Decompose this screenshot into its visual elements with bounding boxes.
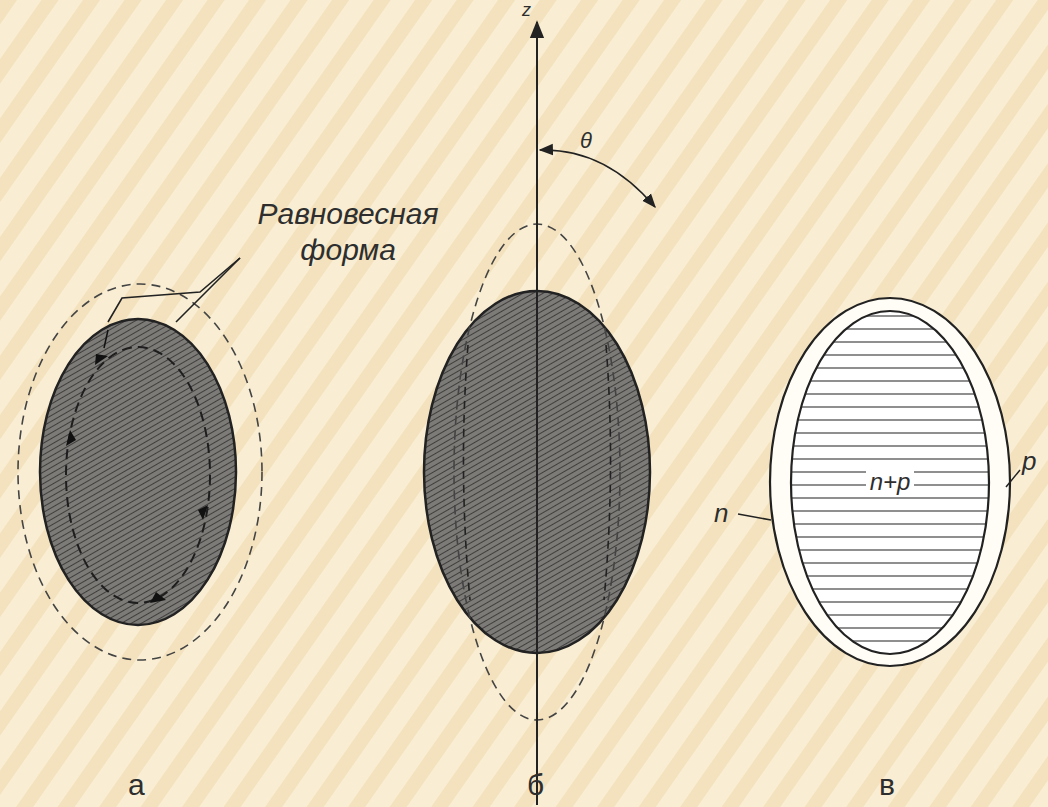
particle-ellipse: n+p <box>790 310 990 655</box>
axis-label: z <box>522 0 531 22</box>
node-text: n+p <box>866 469 915 495</box>
figure-b <box>424 22 655 805</box>
figure-a <box>18 258 262 660</box>
callout-label: Равновесная форма <box>238 196 458 268</box>
proton-label: p <box>1022 446 1036 477</box>
figure-letter: а <box>128 767 145 803</box>
figure-letter: в <box>879 767 895 803</box>
neutron-label: n <box>714 498 728 529</box>
figure-c <box>738 298 1020 666</box>
angle-label: θ <box>580 128 592 154</box>
figure-letter: б <box>527 767 544 803</box>
